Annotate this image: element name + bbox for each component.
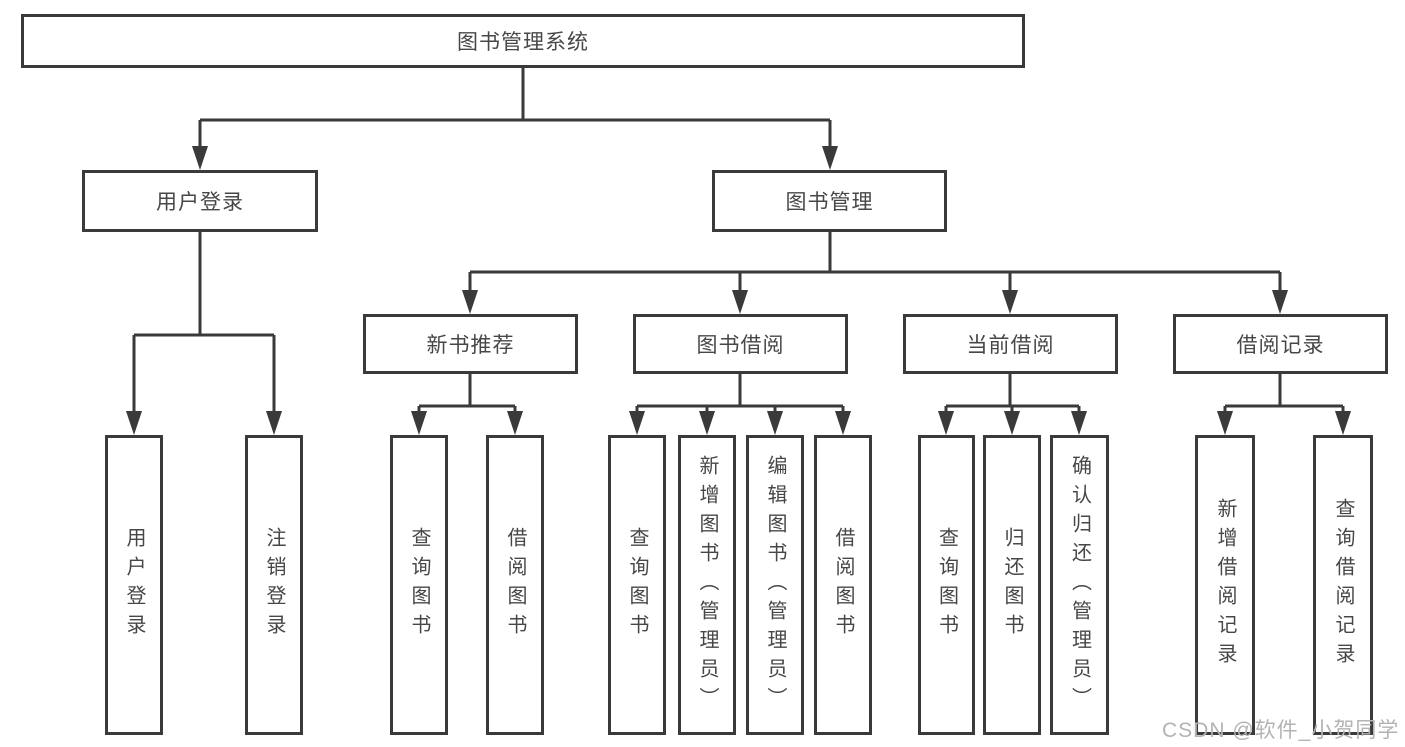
leaf-recommend-query-books: 查询图书 <box>390 435 448 735</box>
connector-current-borrow <box>944 374 1081 415</box>
leaf-edit-books-admin: 编辑图书（管理员） <box>746 435 804 735</box>
leaf-add-books-admin: 新增图书（管理员） <box>678 435 736 735</box>
node-borrow-records-label: 借阅记录 <box>1236 334 1325 357</box>
watermark: CSDN @软件_小贺同学 <box>1162 719 1400 742</box>
connector-book-management <box>468 232 1282 295</box>
connector-user-login <box>132 232 276 415</box>
leaf-return-books: 归还图书 <box>983 435 1041 735</box>
node-book-management-label: 图书管理 <box>785 191 874 214</box>
leaf-borrow-query-books: 查询图书 <box>608 435 666 735</box>
node-user-login: 用户登录 <box>82 170 318 232</box>
leaf-borrow-query-books-label: 查询图书 <box>626 527 648 643</box>
leaf-current-query-books-label: 查询图书 <box>935 527 958 643</box>
leaf-add-borrow-record-label: 新增借阅记录 <box>1214 498 1236 672</box>
arrowheads <box>126 146 1351 435</box>
node-new-book-recommend-label: 新书推荐 <box>426 334 515 357</box>
node-root: 图书管理系统 <box>21 14 1025 68</box>
leaf-query-borrow-record: 查询借阅记录 <box>1313 435 1373 735</box>
leaf-confirm-return-admin: 确认归还（管理员） <box>1050 435 1109 735</box>
node-book-borrow: 图书借阅 <box>633 314 848 374</box>
leaf-recommend-borrow-books-label: 借阅图书 <box>504 527 526 643</box>
leaf-add-books-admin-label: 新增图书（管理员） <box>696 454 718 716</box>
leaf-borrow-books: 借阅图书 <box>814 435 872 735</box>
node-book-management: 图书管理 <box>712 170 947 232</box>
leaf-query-borrow-record-label: 查询借阅记录 <box>1332 498 1354 672</box>
leaf-recommend-query-books-label: 查询图书 <box>408 527 430 643</box>
node-new-book-recommend: 新书推荐 <box>363 314 578 374</box>
leaf-logout: 注销登录 <box>245 435 303 735</box>
node-root-label: 图书管理系统 <box>457 31 589 54</box>
leaf-logout-label: 注销登录 <box>263 527 285 643</box>
node-current-borrow-label: 当前借阅 <box>966 334 1055 357</box>
connector-borrow-records <box>1223 374 1345 415</box>
leaf-add-borrow-record: 新增借阅记录 <box>1195 435 1255 735</box>
leaf-current-query-books: 查询图书 <box>918 435 975 735</box>
connector-new-book-recommend <box>417 374 517 415</box>
leaf-recommend-borrow-books: 借阅图书 <box>486 435 544 735</box>
node-book-borrow-label: 图书借阅 <box>696 334 785 357</box>
leaf-return-books-label: 归还图书 <box>1001 527 1023 643</box>
leaf-edit-books-admin-label: 编辑图书（管理员） <box>764 454 786 716</box>
leaf-borrow-books-label: 借阅图书 <box>832 527 854 643</box>
node-borrow-records: 借阅记录 <box>1173 314 1388 374</box>
node-current-borrow: 当前借阅 <box>903 314 1118 374</box>
node-user-login-label: 用户登录 <box>156 191 244 214</box>
leaf-user-login-label: 用户登录 <box>123 527 145 643</box>
leaf-confirm-return-admin-label: 确认归还（管理员） <box>1068 454 1091 716</box>
connector-root <box>198 68 832 150</box>
leaf-user-login: 用户登录 <box>105 435 163 735</box>
connector-book-borrow <box>635 374 845 415</box>
